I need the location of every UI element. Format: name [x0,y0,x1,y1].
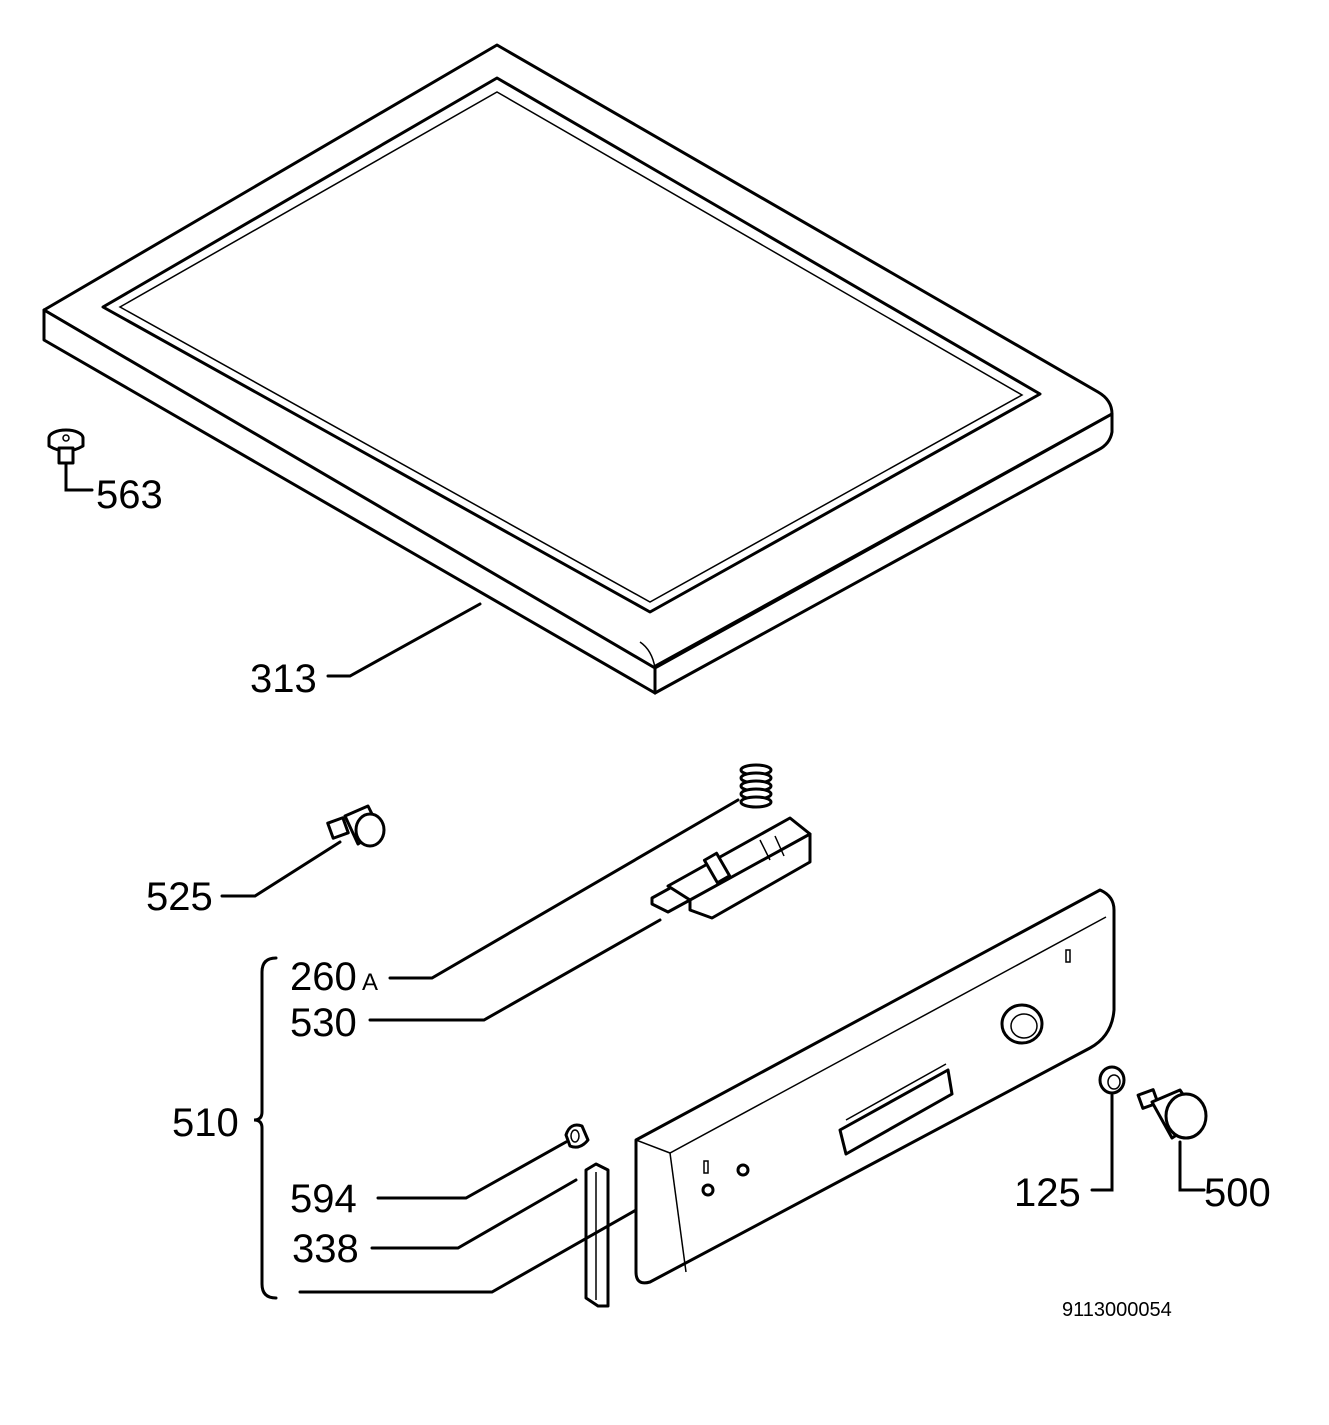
spring-260a [739,763,773,809]
leader-lines [64,461,1206,1294]
button-525 [326,804,386,848]
worktop-lid-313 [42,43,1114,695]
label-530: 530 [290,1001,357,1045]
label-260a-number: 260 [290,955,357,999]
document-number: 9113000054 [1062,1299,1172,1321]
bushing-125 [1098,1065,1126,1095]
latch-530 [650,816,812,920]
knob-500 [1136,1088,1208,1140]
label-510: 510 [172,1101,239,1145]
label-594: 594 [290,1177,357,1221]
label-338: 338 [292,1227,359,1271]
label-260a-suffix: A [362,969,378,996]
brace-510 [253,956,278,1300]
label-313: 313 [250,657,317,701]
control-panel-510 [634,888,1116,1285]
label-500: 500 [1204,1171,1271,1215]
label-563: 563 [96,473,163,517]
lens-594 [564,1123,590,1149]
screw-563 [47,428,85,465]
label-125: 125 [1014,1171,1081,1215]
strip-338 [584,1162,610,1308]
label-525: 525 [146,875,213,919]
